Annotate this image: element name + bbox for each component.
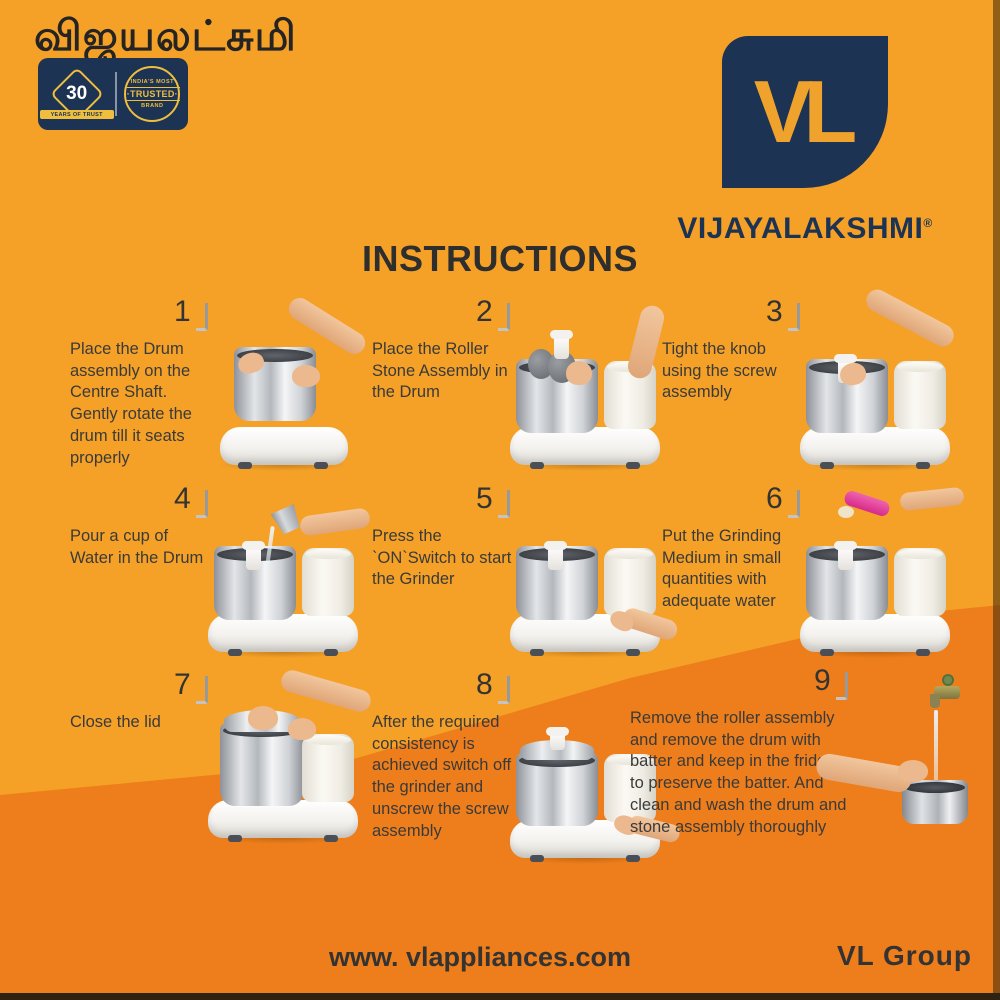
illustration-washing-drum-under-tap bbox=[814, 668, 992, 878]
trusted-brand-stamp: INDIA'S MOST ·TRUSTED· BRAND bbox=[124, 66, 181, 122]
instruction-step-3: 3 Tight the knob using the screw assembl… bbox=[662, 285, 958, 480]
instruction-step-7: 7 Close the lid bbox=[70, 667, 374, 873]
step-number-bracket bbox=[787, 489, 800, 518]
website-url: www. vlappliances.com bbox=[328, 942, 632, 972]
step-text: After the required consistency is achiev… bbox=[372, 712, 512, 840]
bottom-edge-shadow bbox=[0, 993, 1000, 1000]
stamp-mid-text: ·TRUSTED· bbox=[124, 87, 180, 101]
instruction-step-9: 9 Remove the roller assembly and remove … bbox=[630, 664, 992, 889]
illustration-finger-pressing-switch bbox=[506, 506, 680, 658]
step-number: 5 bbox=[476, 482, 493, 515]
illustration-grinder-with-lid bbox=[506, 712, 682, 864]
right-edge-shadow bbox=[993, 0, 1000, 1000]
illustration-hands-placing-drum bbox=[204, 293, 370, 471]
step-number-bracket bbox=[497, 675, 510, 704]
step-number: 8 bbox=[476, 668, 493, 701]
step-number-bracket bbox=[195, 302, 208, 331]
trust-badges: 30 YEARS OF TRUST INDIA'S MOST ·TRUSTED·… bbox=[38, 58, 188, 130]
step-number-bracket bbox=[497, 302, 510, 331]
step-number: 4 bbox=[174, 482, 191, 515]
step-text: Close the lid bbox=[70, 712, 161, 731]
vl-logo: VL bbox=[722, 36, 888, 188]
step-number: 3 bbox=[766, 295, 783, 328]
step-number-bracket bbox=[787, 302, 800, 331]
step-text: Place the Roller Stone Assembly in the D… bbox=[372, 339, 508, 402]
step-text: Pour a cup of Water in the Drum bbox=[70, 526, 204, 567]
instruction-step-8: 8 After the required consistency is achi… bbox=[372, 668, 682, 888]
brand-wordmark: VIJAYALAKSHMI® bbox=[655, 212, 955, 246]
step-number-bracket bbox=[835, 671, 848, 700]
vl-monogram: VL bbox=[753, 62, 857, 161]
water-tap-icon bbox=[916, 674, 976, 716]
illustration-hand-tightening-knob bbox=[796, 285, 958, 471]
page-title: INSTRUCTIONS bbox=[362, 238, 638, 279]
wordmark-text: VIJAYALAKSHMI bbox=[677, 212, 924, 245]
badge-divider bbox=[114, 72, 117, 116]
years-of-trust-badge: 30 YEARS OF TRUST bbox=[39, 63, 114, 125]
illustration-hand-placing-roller-stone bbox=[506, 303, 667, 471]
instruction-step-1: 1 Place the Drum assembly on the Centre … bbox=[70, 293, 370, 480]
step-number-bracket bbox=[195, 675, 208, 704]
years-label: YEARS OF TRUST bbox=[39, 110, 114, 119]
stamp-bottom-text: BRAND bbox=[141, 103, 164, 109]
step-number: 7 bbox=[174, 668, 191, 701]
registered-mark: ® bbox=[923, 216, 933, 230]
step-text: Remove the roller assembly and remove th… bbox=[630, 708, 847, 836]
instruction-step-6: 6 Put the Grinding Medium in small quant… bbox=[662, 482, 965, 667]
step-number-bracket bbox=[497, 489, 510, 518]
step-number: 9 bbox=[814, 664, 831, 697]
years-value: 30 bbox=[66, 83, 88, 104]
illustration-hands-closing-lid bbox=[204, 667, 374, 844]
step-text: Press the `ON`Switch to start the Grinde… bbox=[372, 526, 512, 589]
illustration-pouring-water-cup bbox=[204, 506, 372, 658]
step-number: 1 bbox=[174, 295, 191, 328]
illustration-scoop-adding-grain bbox=[796, 486, 965, 658]
brand-title-tamil: விஜயலட்சுமி bbox=[34, 12, 297, 59]
step-number: 2 bbox=[476, 295, 493, 328]
instruction-step-2: 2 Place the Roller Stone Assembly in the… bbox=[372, 295, 667, 480]
step-text: Tight the knob using the screw assembly bbox=[662, 339, 777, 402]
instruction-step-5: 5 Press the `ON`Switch to start the Grin… bbox=[372, 482, 680, 667]
instruction-step-4: 4 Pour a cup of Water in the Drum bbox=[70, 482, 372, 667]
step-text: Place the Drum assembly on the Centre Sh… bbox=[70, 339, 192, 467]
step-number: 6 bbox=[766, 482, 783, 515]
step-number-bracket bbox=[195, 489, 208, 518]
company-name: VL Group bbox=[836, 940, 972, 971]
stamp-top-text: INDIA'S MOST bbox=[130, 79, 174, 85]
step-text: Put the Grinding Medium in small quantit… bbox=[662, 526, 782, 611]
